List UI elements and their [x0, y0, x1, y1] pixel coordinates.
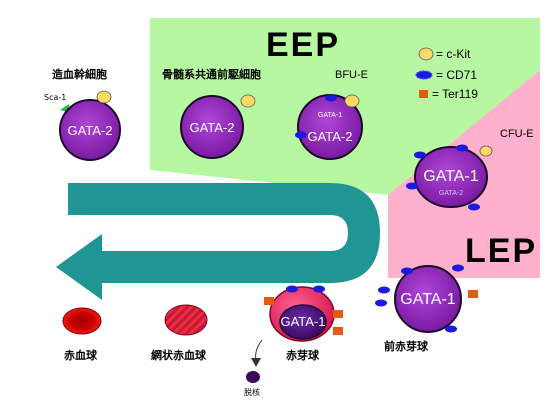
- bfu-e-cell: GATA-1 GATA-2: [295, 94, 363, 160]
- ckit-marker-icon: [344, 94, 360, 108]
- cd71-marker-icon: [375, 299, 387, 307]
- cd71-marker-icon: [295, 131, 307, 139]
- cfu-e-cell: GATA-1 GATA-2: [406, 144, 493, 211]
- hsc-label: 造血幹細胞: [52, 67, 107, 81]
- legend-ter119: = Ter119: [432, 87, 478, 101]
- cd71-marker-icon: [378, 286, 390, 294]
- erythroblast-cell: GATA-1: [264, 285, 343, 342]
- lep-label: LEP: [465, 232, 537, 270]
- reticulocyte-label: 網状赤血球: [151, 348, 207, 362]
- cd71-marker-icon: [401, 267, 413, 275]
- legend: = c-Kit = CD71 = Ter119: [415, 47, 478, 101]
- erythroblast-label: 赤芽球: [286, 348, 320, 362]
- ter119-marker-icon: [333, 327, 343, 335]
- expelled-nucleus: [246, 371, 260, 383]
- ter119-legend-icon: [419, 90, 428, 98]
- cd71-marker-icon: [452, 264, 464, 272]
- hsc-gata-label: GATA-2: [67, 123, 112, 138]
- bfu-e-gata2-label: GATA-2: [307, 129, 352, 144]
- cd71-legend-icon: [415, 70, 433, 80]
- cd71-marker-icon: [286, 285, 298, 293]
- differentiation-arrow: [56, 183, 380, 300]
- cmp-label: 骨髄系共通前駆細胞: [162, 67, 261, 81]
- cmp-cell: GATA-2: [180, 94, 256, 159]
- ter119-marker-icon: [264, 297, 274, 305]
- proerythroblast-label: 前赤芽球: [384, 339, 429, 353]
- cd71-marker-icon: [325, 94, 337, 102]
- erythroblast-gata-label: GATA-1: [280, 314, 325, 329]
- enucleation-arrow: [255, 339, 263, 361]
- cfu-e-gata2-label: GATA-2: [439, 190, 463, 197]
- enucleation-label: 脱核: [244, 387, 260, 397]
- rbc-cell: [62, 307, 102, 335]
- cd71-marker-icon: [456, 144, 468, 152]
- bfu-e-gata1-label: GATA-1: [318, 112, 342, 119]
- ckit-marker-icon: [479, 145, 493, 157]
- cd71-marker-icon: [445, 325, 457, 333]
- ter119-marker-icon: [468, 290, 478, 298]
- cd71-marker-icon: [406, 182, 418, 190]
- cfu-e-gata1-label: GATA-1: [423, 168, 479, 185]
- nucleus: [279, 304, 327, 340]
- cd71-marker-icon: [468, 203, 480, 211]
- bfu-e-label: BFU-E: [335, 69, 368, 81]
- rbc-label: 赤血球: [64, 348, 98, 362]
- sca1-label: Sca-1: [44, 93, 66, 102]
- hsc-cell: GATA-2: [59, 90, 121, 161]
- enucleation-arrowhead: [251, 358, 261, 367]
- proerythroblast-cell: GATA-1: [375, 264, 478, 333]
- cmp-gata-label: GATA-2: [189, 120, 234, 135]
- ckit-marker-icon: [96, 90, 112, 104]
- cfu-e-label: CFU-E: [500, 128, 534, 140]
- cd71-marker-icon: [414, 151, 426, 159]
- eep-label: EEP: [266, 26, 340, 64]
- ckit-legend-icon: [418, 47, 434, 61]
- proerythroblast-gata-label: GATA-1: [400, 291, 456, 308]
- cd71-marker-icon: [313, 285, 325, 293]
- ter119-marker-icon: [333, 310, 343, 318]
- legend-ckit: = c-Kit: [436, 47, 471, 61]
- ckit-marker-icon: [240, 94, 256, 108]
- reticulocyte-cell: [164, 304, 208, 336]
- legend-cd71: = CD71: [436, 68, 477, 82]
